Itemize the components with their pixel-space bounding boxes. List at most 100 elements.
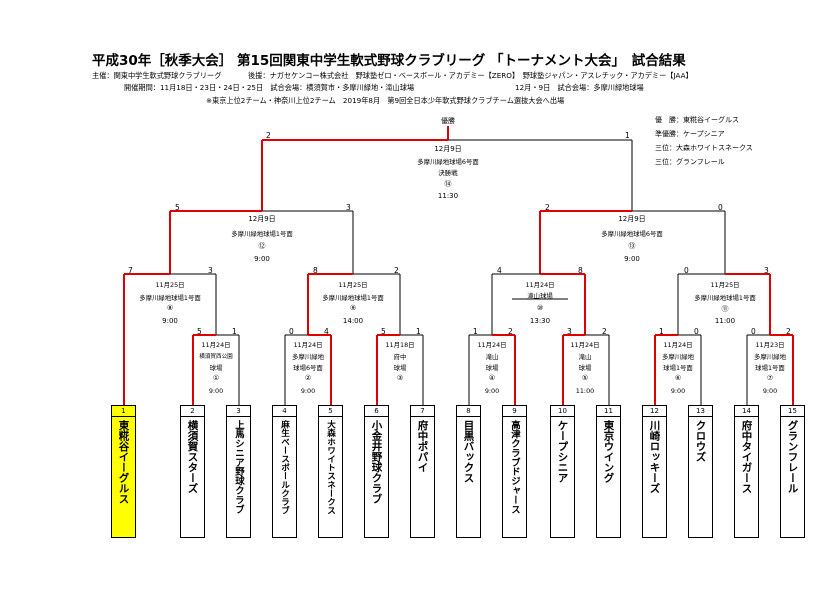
semi-1-score-right: 3 [346,203,351,212]
team-name: 府中タイガース [740,420,753,494]
team-name: 上馬シニア野球クラブ [233,420,244,514]
team-name: 東京ウイング [602,420,615,483]
r1-1-score-left: 5 [197,327,202,336]
r1-3-match-number: ③ [396,374,404,382]
team-name: グランフレール [786,420,799,494]
r1-1-venue: 横須賀西公園 [199,354,233,360]
r1-2-venue-2: 球場6号面 [293,364,323,372]
result-runner-up: 準優勝：ケープシニア [655,130,725,138]
r1-2-time: 9:00 [300,387,316,395]
r1-7-date: 11月23日 [755,341,785,349]
team-name: 横須賀スターズ [186,420,199,494]
team-name: クロウズ [694,420,707,462]
team-name: 高津クラブドジャース [509,420,520,514]
organizer-text: 主催：関東中学生軟式野球クラブリーグ [92,71,222,80]
r1-6-venue-2: 球場1号面 [663,364,693,372]
team-box: 10 ケープシニア [550,405,575,538]
semi-2-venue: 多摩川緑地球場6号面 [601,230,663,238]
final-time: 11:30 [437,192,459,200]
r1-2-score-left: 0 [289,327,294,336]
qf-10-time: 13:30 [529,317,551,325]
r1-3-score-right: 1 [416,327,421,336]
r1-5-date: 11月24日 [570,341,600,349]
team-box: 11 東京ウイング [596,405,621,538]
team-number: 10 [551,406,574,417]
team-box: 7 府中ポパイ [410,405,435,538]
r1-1-match-number: ① [212,374,220,382]
qf-9-score-right: 2 [394,266,399,275]
team-number: 14 [735,406,758,417]
champion-label: 優勝 [441,117,455,125]
r1-4-date: 11月24日 [477,341,507,349]
team-box: 9 高津クラブドジャース [502,405,527,538]
team-box: 13 クロウズ [688,405,713,538]
team-box: 4 麻生ベースボールクラブ [272,405,297,538]
semi-2-score-left: 2 [545,203,550,212]
r1-2-match-number: ② [304,374,312,382]
qf-8-match-number: ⑧ [166,304,174,312]
result-third-1: 三位：大森ホワイトスネークス [655,144,753,152]
team-number: 11 [597,406,620,417]
team-box: 3 上馬シニア野球クラブ [226,405,251,538]
semi-1-venue: 多摩川緑地球場1号面 [231,230,293,238]
final-score-left: 2 [266,131,271,140]
team-name: 府中ポパイ [416,420,429,473]
qf-8-score-right: 3 [208,266,213,275]
qf-10-date: 11月24日 [525,281,555,289]
r1-3-date: 11月18日 [385,341,415,349]
qf-9-time: 14:00 [342,317,364,325]
qf-9-match-number: ⑨ [349,304,357,312]
final-venue-text: 12月・9日 試合会場：多摩川緑地球場 [515,83,644,92]
team-number: 7 [411,406,434,417]
r1-5-match-number: ⑤ [581,374,589,382]
qf-11-date: 11月25日 [710,281,740,289]
final-date: 12月9日 [434,145,462,153]
team-box: 8 目黒バックス [456,405,481,538]
result-third-2: 三位：グランフレール [655,158,725,166]
final-round: 決勝戦 [438,169,458,177]
r1-4-time: 9:00 [484,387,500,395]
r1-3-venue: 府中 [393,353,407,361]
team-box: 14 府中タイガース [734,405,759,538]
team-box: 5 大森ホワイトスネークス [318,405,343,538]
final-match-number: ⑭ [444,180,452,188]
r1-7-score-left: 0 [751,327,756,336]
team-name: 小金井野球クラブ [370,420,383,504]
r1-6-date: 11月24日 [663,341,693,349]
r1-3-score-left: 5 [381,327,386,336]
r1-3-venue-2: 球場 [393,364,407,372]
team-number: 1 [112,406,135,417]
page-title: 平成30年［秋季大会］ 第15回関東中学生軟式野球クラブリーグ 「トーナメント大… [92,53,686,69]
r1-4-score-right: 2 [508,327,513,336]
qf-11-score-right: 3 [764,266,769,275]
r1-2-date: 11月24日 [293,341,323,349]
r1-5-score-left: 3 [567,327,572,336]
r1-1-time: 9:00 [208,387,224,395]
r1-7-venue: 多摩川緑地 [754,353,786,361]
team-number: 5 [319,406,342,417]
team-name: ケープシニア [556,420,569,483]
semi-2-time: 9:00 [624,255,640,263]
team-number: 8 [457,406,480,417]
r1-6-score-right: 0 [694,327,699,336]
qf-10-score-right: 8 [578,266,583,275]
r1-5-venue: 滝山 [578,353,592,361]
team-box: 2 横須賀スターズ [180,405,205,538]
r1-4-score-left: 1 [473,327,478,336]
period-text: 開催期間：11月18日・23日・24日・25日 試合会場：横須賀市・多摩川緑地・… [124,83,415,92]
team-name: 大森ホワイトスネークス [325,420,336,515]
r1-4-match-number: ④ [488,374,496,382]
team-number: 4 [273,406,296,417]
qf-11-venue: 多摩川緑地球場1号面 [694,294,756,302]
r1-1-score-right: 1 [232,327,237,336]
semi-1-score-left: 5 [175,203,180,212]
sponsor-text: 後援：ナガセケンコー株式会社 野球塾ゼロ・ベースボール・アカデミー【ZERO】 … [248,71,693,80]
team-number: 6 [365,406,388,417]
semi-2-match-number: ⑬ [628,242,636,250]
team-number: 2 [181,406,204,417]
r1-4-venue-2: 球場 [485,364,499,372]
qf-10-match-number: ⑩ [536,304,544,312]
r1-7-score-right: 2 [786,327,791,336]
r1-6-score-left: 1 [659,327,664,336]
